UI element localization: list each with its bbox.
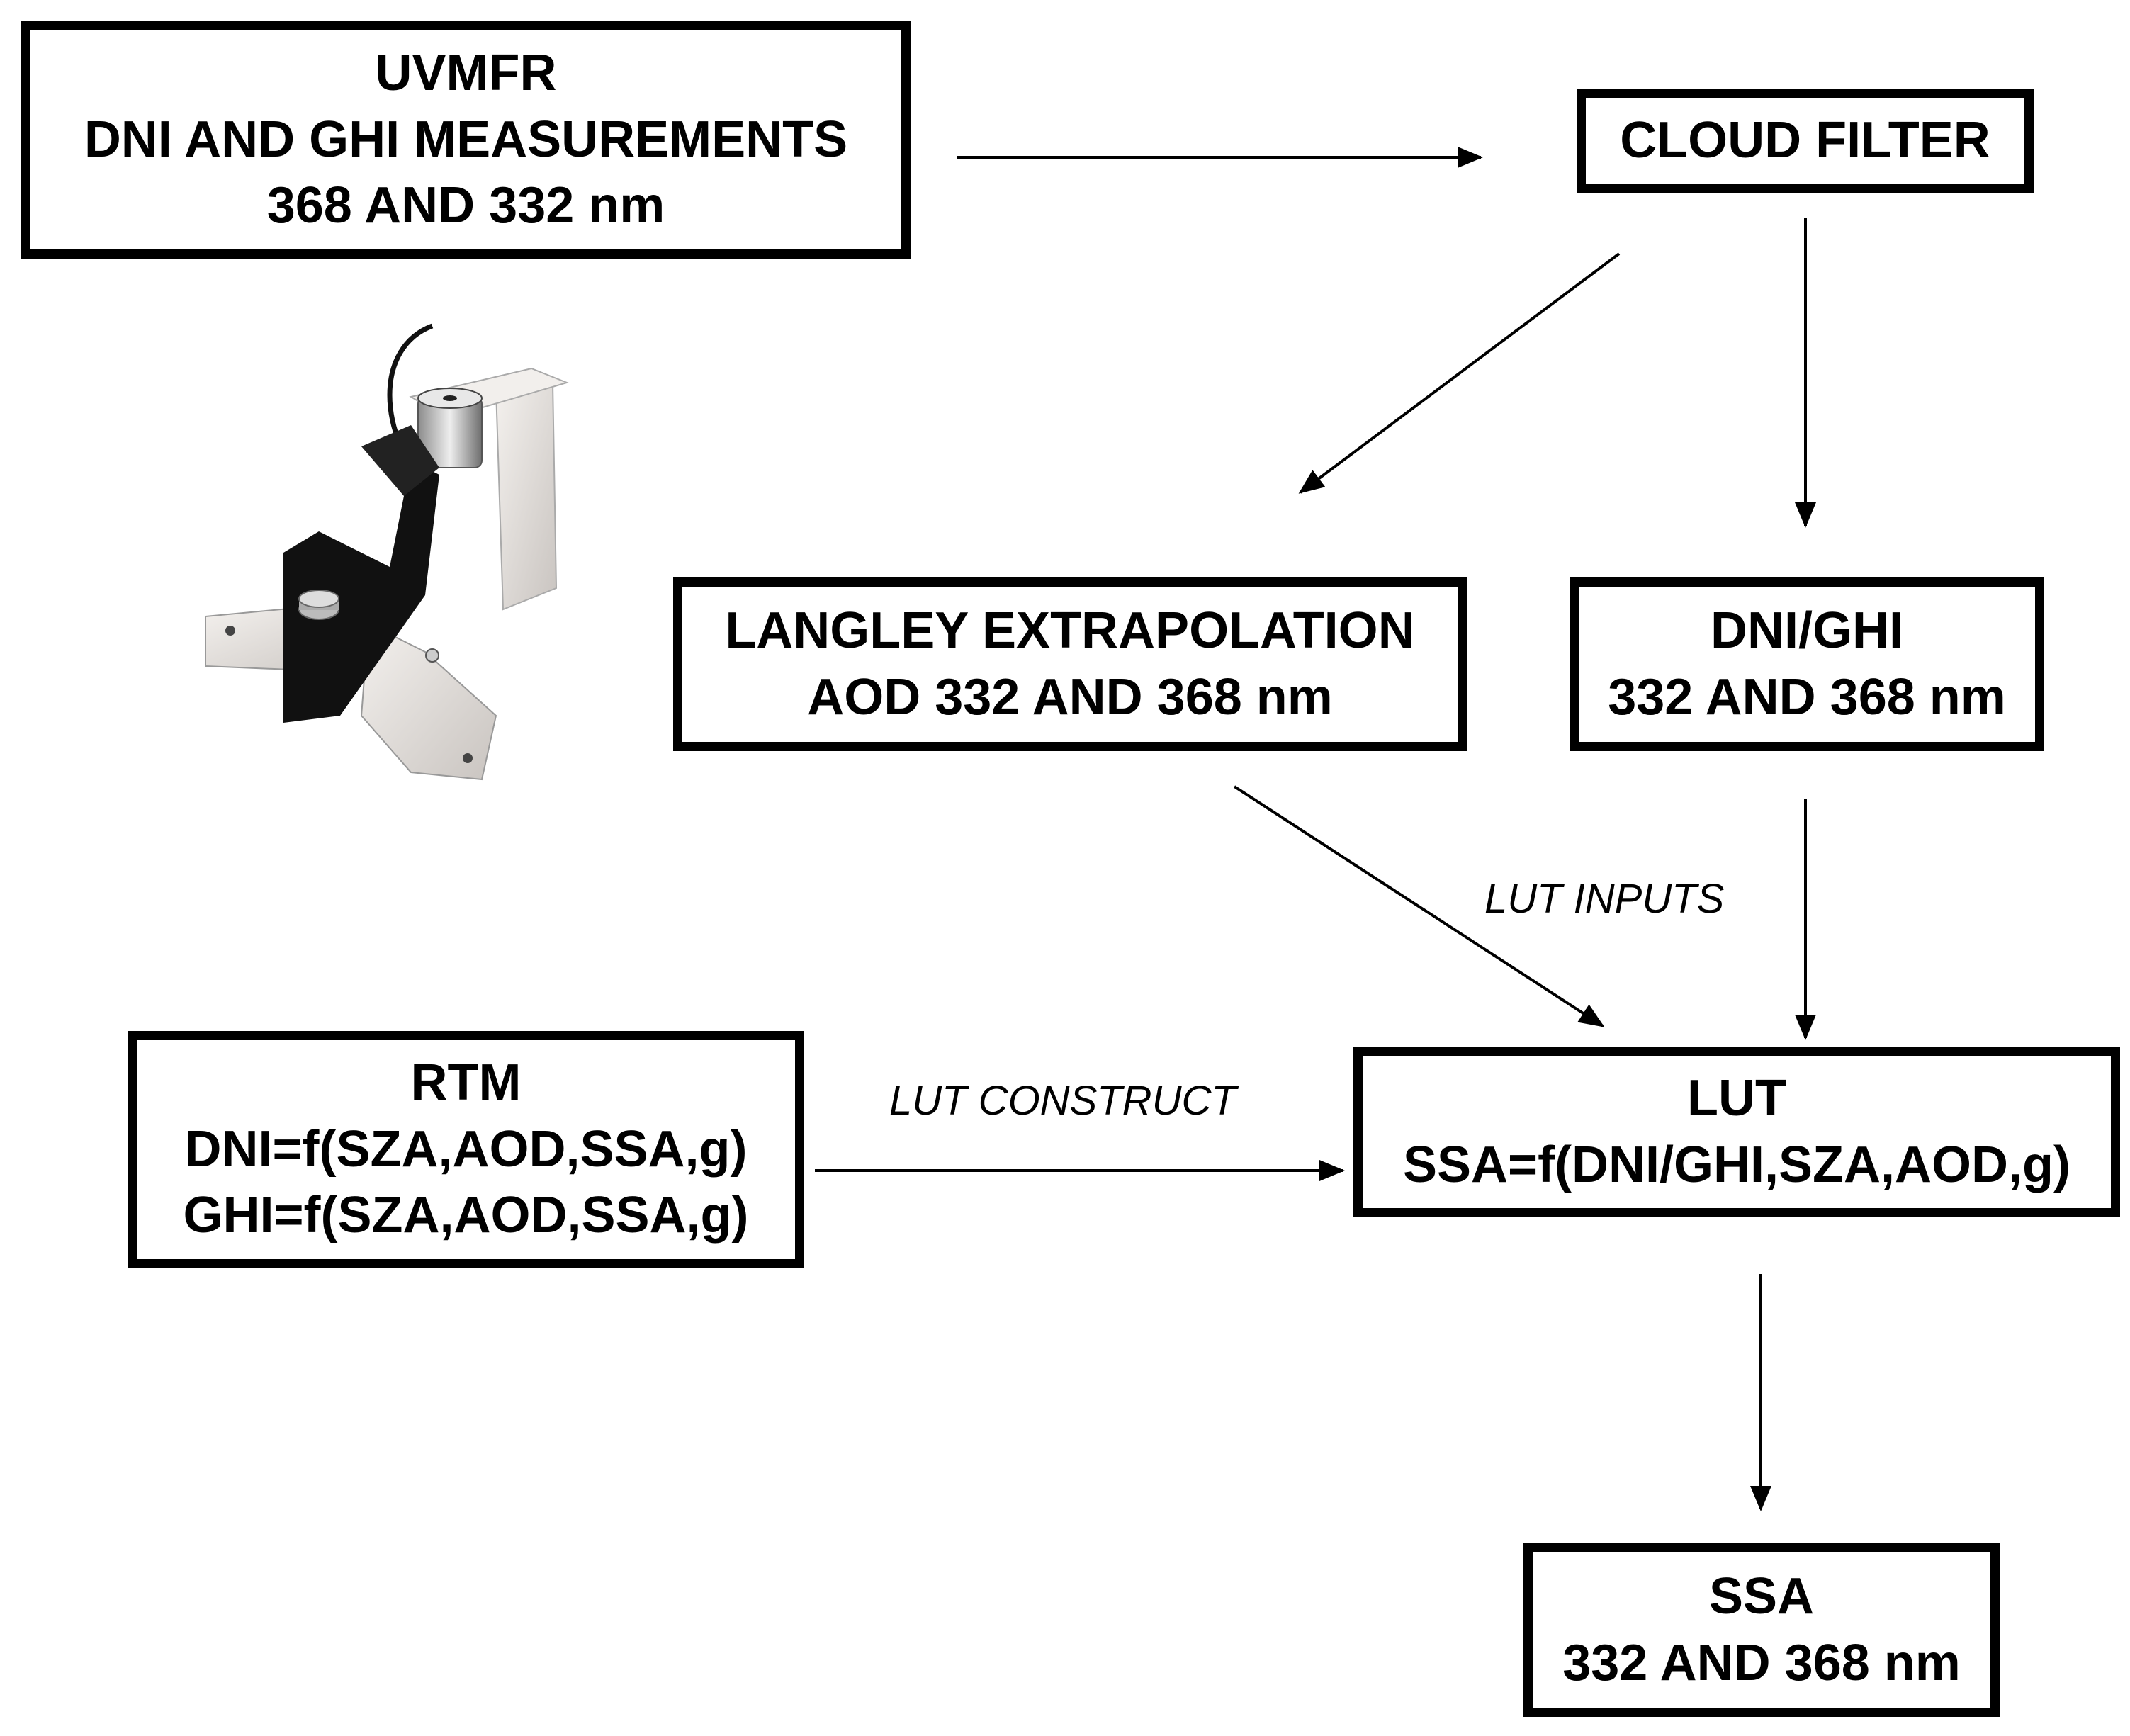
node-cloud-filter-line-1: CLOUD FILTER <box>1620 112 1990 169</box>
node-dni-ghi-line-1: DNI/GHI <box>1710 602 1903 659</box>
node-cloud-filter: CLOUD FILTER <box>1577 89 2034 193</box>
node-ssa-line-1: SSA <box>1708 1567 1815 1625</box>
node-langley-line-1: LANGLEY EXTRAPOLATION <box>725 602 1415 659</box>
node-lut-line-1: LUT <box>1687 1070 1786 1127</box>
node-uvmfr-line-1: UVMFR <box>375 45 557 102</box>
node-uvmfr-line-3: 368 AND 332 nm <box>266 177 665 235</box>
edge-label-lut-construct: LUT CONSTRUCT <box>889 1078 1236 1124</box>
node-lut: LUT SSA=f(DNI/GHI,SZA,AOD,g) <box>1353 1047 2120 1217</box>
node-rtm: RTM DNI=f(SZA,AOD,SSA,g) GHI=f(SZA,AOD,S… <box>128 1031 804 1268</box>
node-rtm-line-2: DNI=f(SZA,AOD,SSA,g) <box>184 1120 748 1178</box>
node-lut-line-2: SSA=f(DNI/GHI,SZA,AOD,g) <box>1402 1137 2070 1193</box>
node-ssa-line-2: 332 AND 368 nm <box>1562 1634 1961 1691</box>
node-langley-line-2: AOD 332 AND 368 nm <box>807 668 1333 726</box>
arrow-langley-to-lut <box>1233 785 1605 1027</box>
edge-label-lut-inputs: LUT INPUTS <box>1484 876 1725 922</box>
node-rtm-line-1: RTM <box>410 1054 522 1112</box>
node-uvmfr-line-2: DNI AND GHI MEASUREMENTS <box>84 111 848 168</box>
node-langley: LANGLEY EXTRAPOLATION AOD 332 AND 368 nm <box>673 577 1467 751</box>
node-dni-ghi-line-2: 332 AND 368 nm <box>1608 668 2006 726</box>
node-dni-ghi: DNI/GHI 332 AND 368 nm <box>1570 577 2044 751</box>
node-ssa: SSA 332 AND 368 nm <box>1523 1543 2000 1717</box>
node-uvmfr: UVMFR DNI AND GHI MEASUREMENTS 368 AND 3… <box>21 21 911 259</box>
node-rtm-line-3: GHI=f(SZA,AOD,SSA,g) <box>183 1187 749 1244</box>
arrow-cloud-filter-to-langley <box>1298 252 1621 494</box>
uvmfr-instrument-image <box>205 323 570 781</box>
